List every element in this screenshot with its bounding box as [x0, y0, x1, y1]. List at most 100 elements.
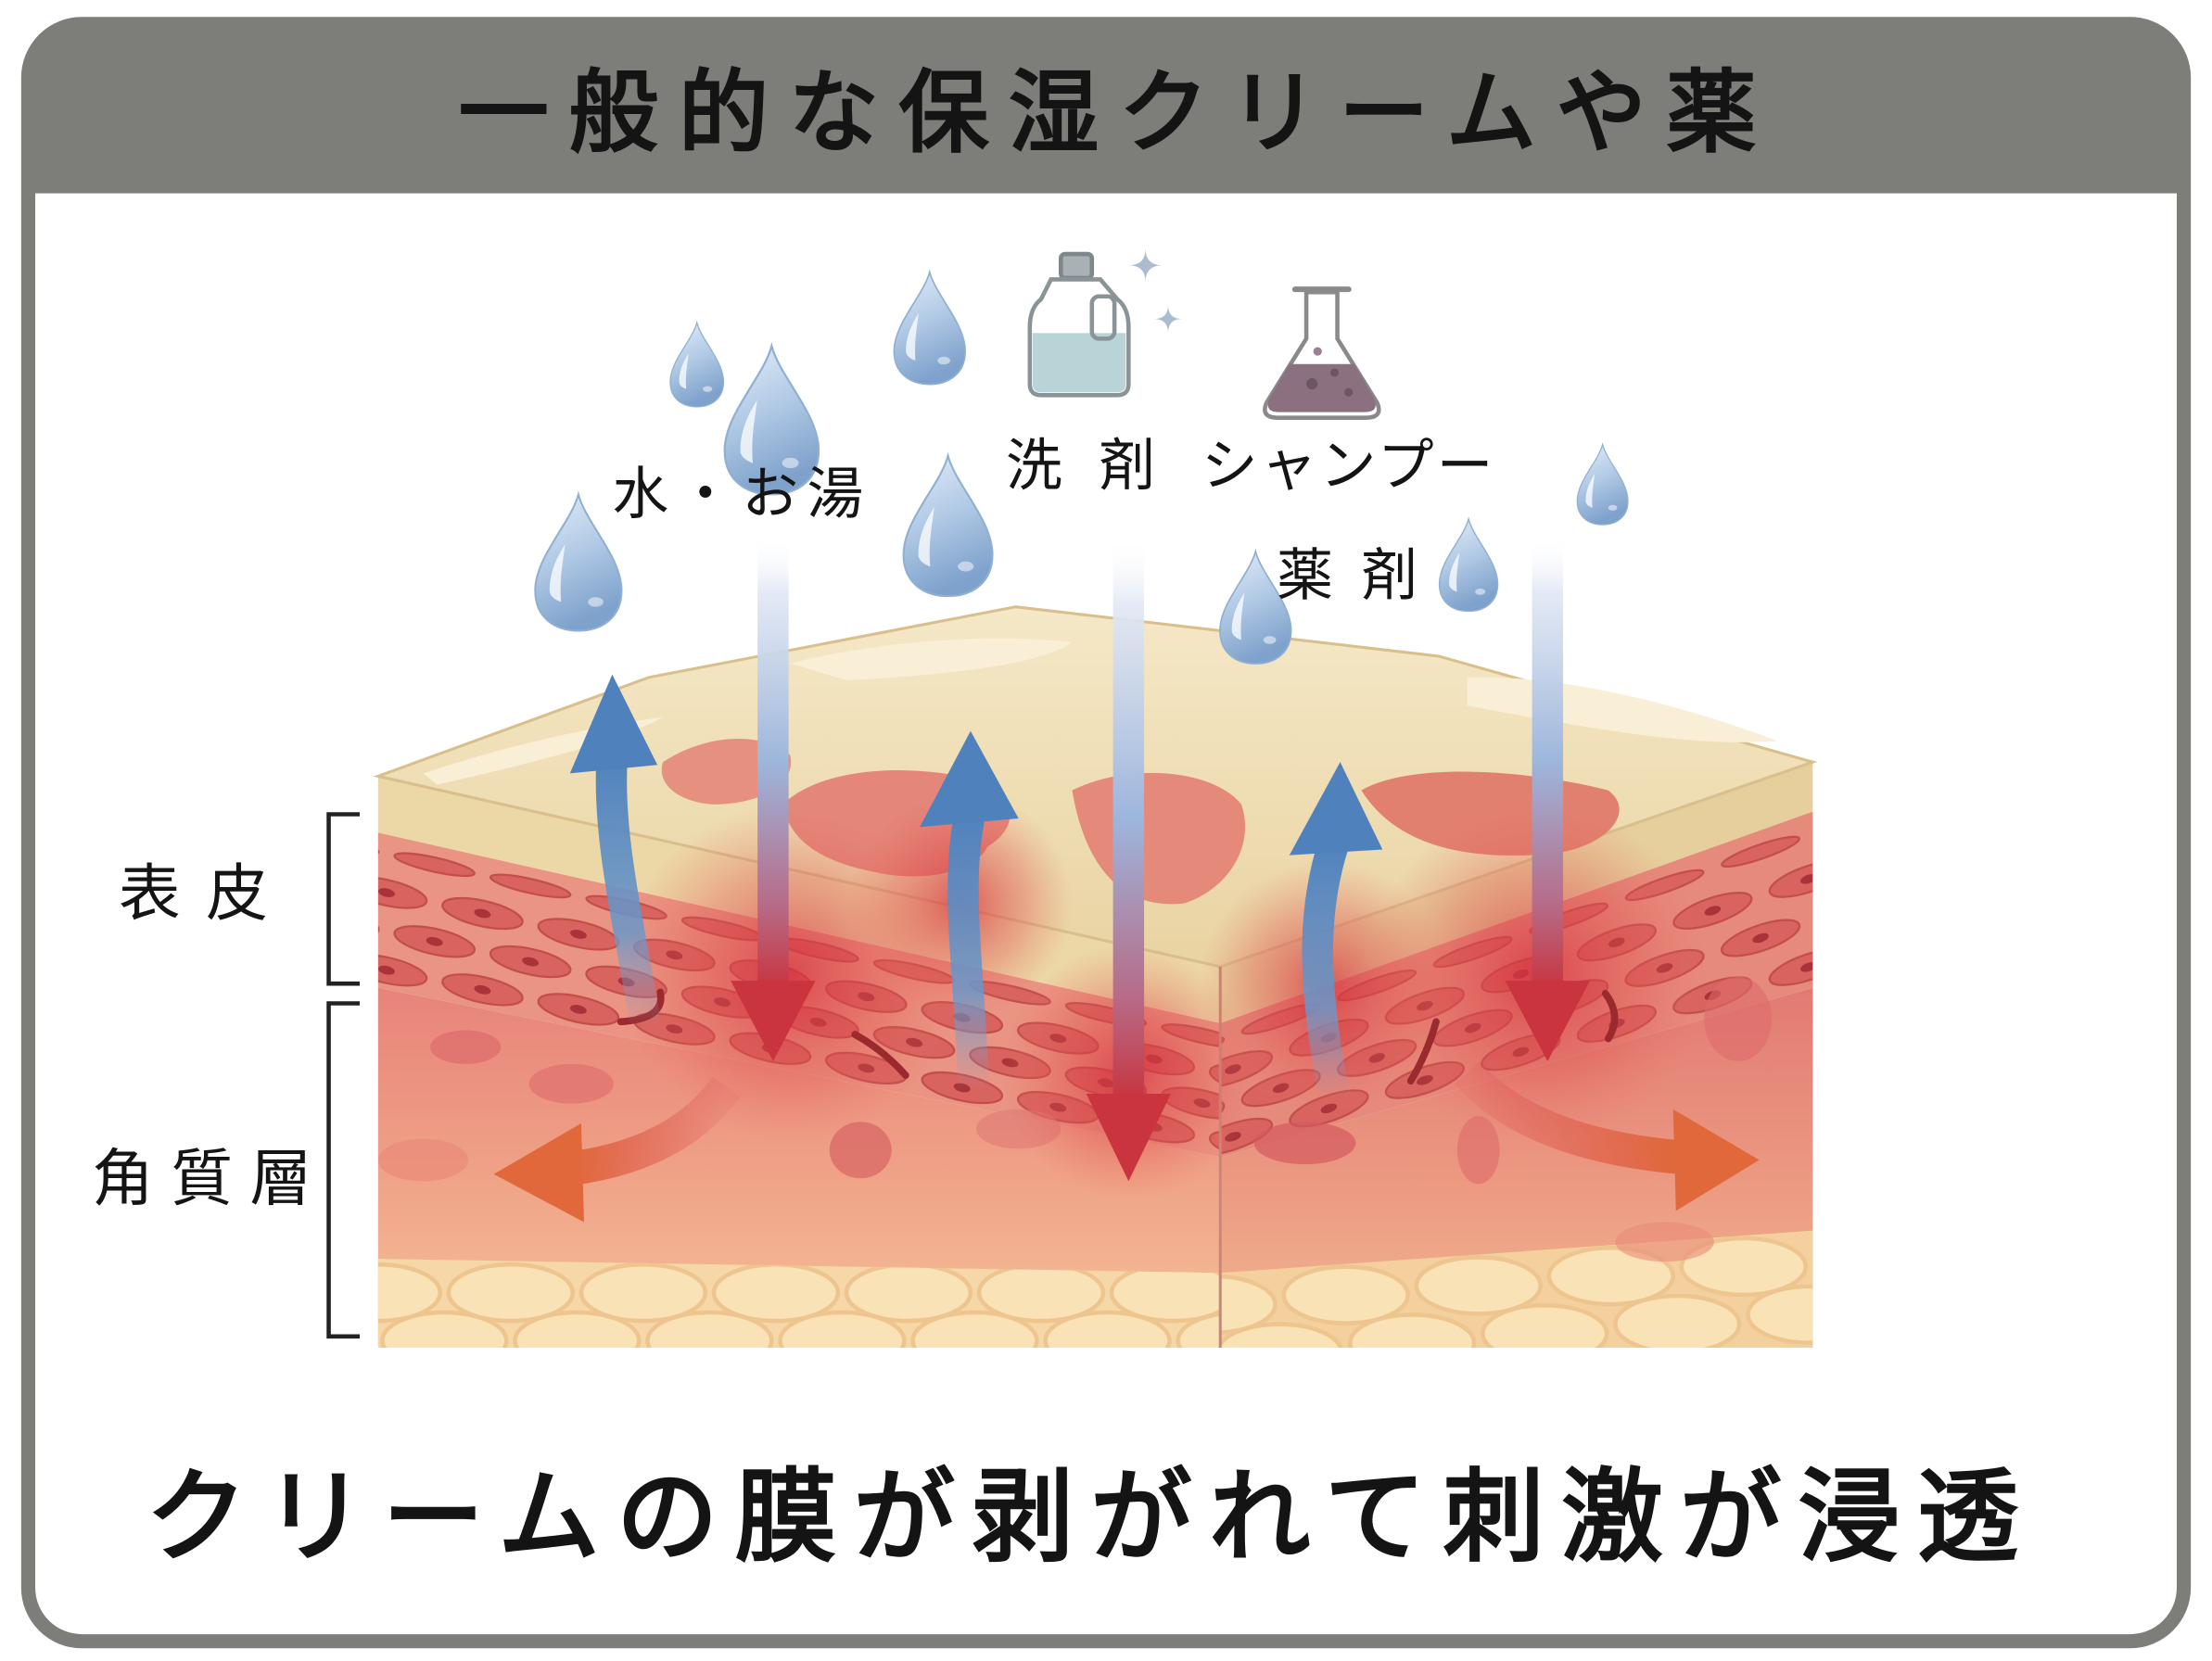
fat-cell [1679, 1236, 1809, 1298]
fat-cell [1481, 1302, 1609, 1349]
cell-nucleus [1800, 874, 1813, 884]
skin-cell [537, 993, 620, 1026]
arrow-head [920, 730, 1019, 828]
cell-nucleus [569, 930, 587, 939]
flask-bubble [1344, 387, 1354, 397]
penetration-arrow [731, 536, 816, 1061]
skin-cell [393, 852, 476, 878]
cell-body [489, 873, 572, 899]
flask-liquid [1267, 363, 1376, 412]
page-title: 一般的な保湿クリームや薬 [459, 60, 1776, 165]
dermis-blotch [430, 1030, 502, 1064]
skin-cell [489, 945, 572, 979]
cream-highlight [790, 638, 1073, 680]
fat-cell [1043, 1310, 1172, 1349]
cell-body [377, 905, 380, 938]
bottle-cap [1059, 251, 1095, 281]
fat-cell [1220, 1322, 1344, 1349]
label-medicine: 薬剤 [1277, 543, 1446, 609]
moisture-escape-arrow [920, 730, 1019, 1090]
cell-body [1721, 835, 1801, 869]
arrow-head [1672, 1109, 1760, 1211]
flask-icon [1263, 286, 1381, 420]
fat-cell [910, 1310, 1039, 1349]
skin-cell [377, 905, 380, 938]
arrow-head [569, 674, 658, 774]
label-shampoo: シャンプー [1201, 433, 1496, 499]
fat-cell [513, 1310, 642, 1349]
fat-cell [1281, 1264, 1410, 1325]
fat-cells-right [1220, 1236, 1813, 1349]
fat-cell [1546, 1245, 1675, 1307]
arrow-shaft [595, 754, 662, 1031]
dermis-blotch [528, 1063, 614, 1104]
cell-nucleus [1704, 906, 1722, 916]
cell-body [393, 852, 476, 878]
cell-nucleus [1752, 932, 1769, 944]
bottle-handle [1089, 294, 1117, 341]
dermis-blotch [1704, 976, 1773, 1061]
flask-bubble [1306, 378, 1318, 390]
cell-nucleus [474, 984, 491, 995]
fat-cell [1613, 1293, 1742, 1349]
arrow-shaft [947, 807, 989, 1090]
arrow-shaft [1532, 536, 1564, 988]
fat-cell [645, 1310, 774, 1349]
skin-cell [377, 832, 380, 856]
label-stratum-corneum: 角質層 [92, 1142, 329, 1214]
skin-crack [851, 1031, 909, 1079]
skin-cell [1720, 919, 1801, 957]
moisture-escape-arrow [1289, 762, 1383, 1101]
caption: クリームの膜が剥がれて刺激が浸透 [146, 1458, 2035, 1577]
fat-cell [1746, 1284, 1813, 1345]
fat-cell [380, 1310, 509, 1349]
dermis-blotch [1253, 1122, 1356, 1165]
skin-crack [1601, 990, 1619, 1043]
stratum-corneum-bracket [326, 1001, 361, 1339]
fat-cells-left [377, 1262, 1221, 1349]
arrow-shaft [1112, 536, 1145, 1101]
skin-cell [1768, 947, 1813, 986]
skin-cell [1768, 859, 1813, 898]
moisture-escape-arrow [569, 674, 662, 1031]
cell-nucleus [1800, 962, 1813, 972]
cell-nucleus [474, 908, 491, 919]
penetration-arrow [1505, 536, 1590, 1061]
fat-cell [1176, 1310, 1221, 1349]
cell-nucleus [569, 1005, 587, 1014]
skin-cell [441, 896, 524, 931]
sparkle-icon [1153, 304, 1183, 334]
skin-cell [393, 925, 476, 958]
bottle-liquid [1032, 333, 1126, 393]
arrow-shaft [1454, 1060, 1681, 1174]
header-band [28, 23, 2184, 194]
cell-nucleus [522, 957, 540, 967]
arrow-shaft [757, 536, 789, 988]
fat-cell [1414, 1255, 1543, 1316]
skin-cell [377, 954, 428, 987]
arrow-head [731, 981, 816, 1061]
arrow-head [493, 1122, 584, 1223]
fat-cell [778, 1310, 907, 1349]
cell-nucleus [426, 936, 443, 946]
penetration-arrow [1086, 536, 1171, 1182]
arrow-shaft [568, 1076, 741, 1186]
epidermis-bracket [326, 812, 361, 986]
label-epidermis: 表皮 [119, 857, 294, 930]
label-water: 水・お湯 [612, 461, 871, 526]
skin-cell [441, 973, 524, 1007]
flask-bubble [1329, 368, 1340, 377]
sparkle-icon [1128, 247, 1163, 283]
cell-nucleus [377, 888, 395, 897]
fat-cell [1347, 1312, 1477, 1349]
skin-cell [377, 876, 428, 909]
cell-body [377, 832, 380, 856]
fat-cell [377, 1262, 443, 1324]
arrow-head [1505, 981, 1590, 1061]
fat-cell [1220, 1274, 1278, 1336]
dermis-blotch [377, 1138, 469, 1182]
skin-cross-section [373, 605, 1818, 1349]
flask-bubble [1313, 347, 1322, 356]
dermis-blotch [829, 1122, 892, 1179]
